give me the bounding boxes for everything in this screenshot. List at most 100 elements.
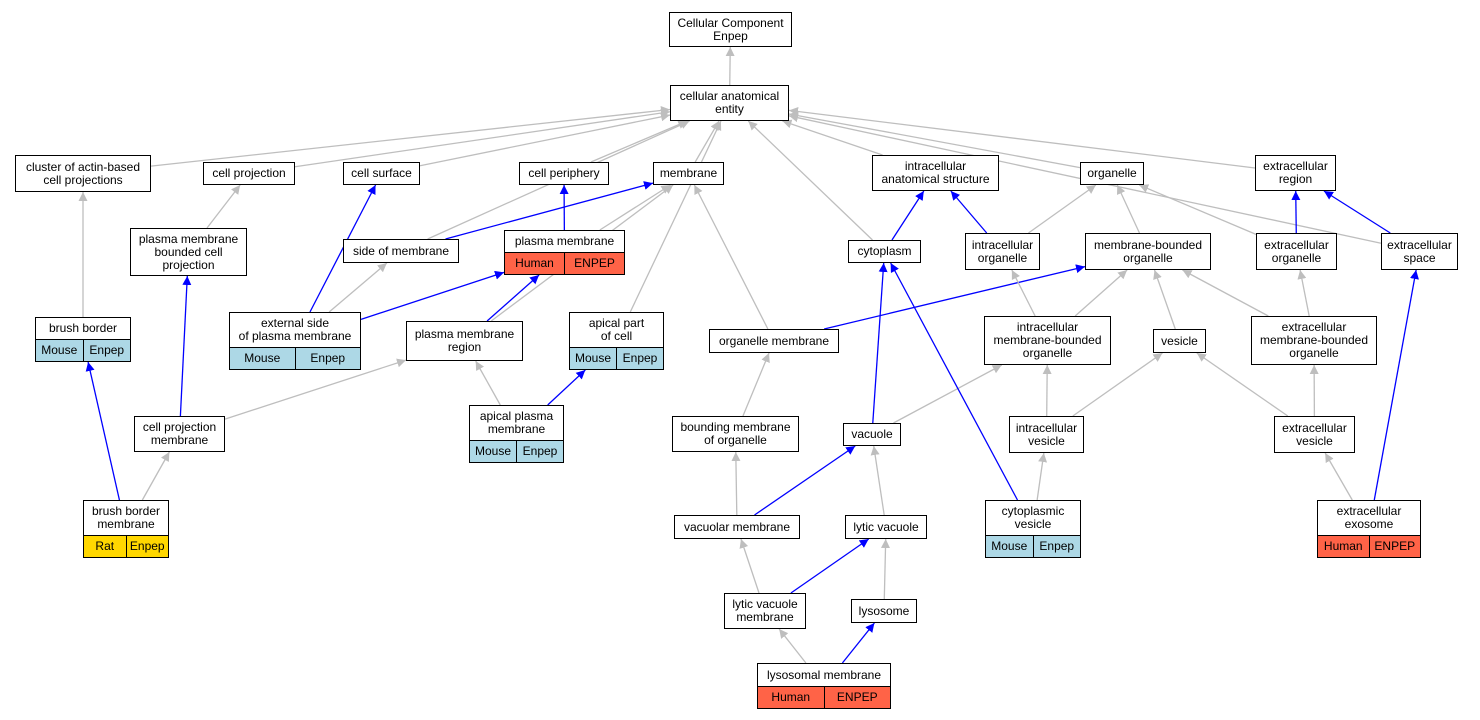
term-label: cell surface — [351, 166, 412, 180]
part-of-edge — [872, 262, 888, 424]
gene-cell: Enpep — [82, 340, 130, 361]
term-label: membrane-bounded organelle — [1093, 237, 1203, 265]
term-label: lytic vacuole — [853, 519, 919, 534]
term-label: cytoplasm — [857, 244, 912, 258]
term-node-cyto[interactable]: cytoplasm — [848, 240, 921, 263]
term-node-lyso[interactable]: lysosome — [851, 599, 917, 623]
species-cell: Mouse — [470, 441, 516, 462]
term-node-cperi[interactable]: cell periphery — [519, 162, 609, 185]
term-node-cpm[interactable]: cell projection membrane — [134, 416, 225, 452]
is-a-edge — [150, 105, 671, 167]
term-node-exspace[interactable]: extracellular space — [1381, 233, 1458, 270]
term-node-imbo[interactable]: intracellular membrane-bounded organelle — [984, 316, 1111, 365]
is-a-edge — [1036, 452, 1048, 501]
term-node-lvm[interactable]: lytic vacuole membrane — [724, 593, 806, 629]
term-node-sidem[interactable]: side of membrane — [343, 239, 459, 263]
term-label: cell periphery — [528, 166, 600, 180]
term-node-cc[interactable]: Cellular Component Enpep — [669, 12, 792, 47]
term-node-exreg[interactable]: extracellular region — [1255, 155, 1336, 191]
is-a-edge — [599, 184, 671, 231]
is-a-edge — [742, 352, 770, 417]
species-cell: Rat — [84, 536, 126, 557]
term-node-vacmem[interactable]: vacuolar membrane — [674, 515, 800, 539]
is-a-edge — [782, 119, 883, 156]
term-label: cluster of actin-based cell projections — [25, 159, 141, 187]
part-of-edge — [309, 184, 377, 313]
part-of-edge — [891, 190, 925, 241]
term-node-pmreg[interactable]: plasma membrane region — [406, 321, 523, 361]
term-label: cell projection membrane — [142, 420, 217, 447]
term-label: vacuole — [851, 427, 893, 441]
term-node-mbo[interactable]: membrane-bounded organelle — [1085, 233, 1211, 270]
is-a-edge — [475, 360, 501, 406]
term-label: extracellular membrane-bounded organelle — [1259, 320, 1369, 360]
part-of-edge — [1373, 269, 1419, 501]
part-of-edge — [1323, 190, 1391, 234]
species-cell: Mouse — [230, 348, 295, 369]
term-node-icves[interactable]: intracellular vesicle — [1009, 416, 1084, 453]
term-label: lytic vacuole membrane — [732, 597, 798, 624]
is-a-edge — [224, 358, 407, 420]
is-a-edge — [328, 262, 388, 313]
term-label: extracellular space — [1387, 237, 1452, 265]
term-node-cproj[interactable]: cell projection — [203, 162, 295, 185]
is-a-edge — [629, 120, 722, 313]
is-a-edge — [788, 111, 1081, 169]
term-node-cluster[interactable]: cluster of actin-based cell projections — [15, 155, 151, 192]
is-a-edge — [870, 445, 885, 516]
is-a-edge — [1042, 364, 1052, 417]
is-a-edge — [778, 628, 807, 664]
term-node-lytvac[interactable]: lytic vacuole — [845, 515, 927, 539]
term-node-ias[interactable]: intracellular anatomical structure — [872, 155, 999, 191]
species-cell: Mouse — [570, 348, 616, 369]
term-node-vacuole[interactable]: vacuole — [843, 423, 901, 446]
term-node-vesicle[interactable]: vesicle — [1153, 329, 1206, 353]
term-label: membrane — [659, 166, 718, 180]
gene-cell: Enpep — [125, 536, 168, 557]
gene-cell: Enpep — [294, 348, 360, 369]
term-node-pmbcp[interactable]: plasma membrane bounded cell projection — [130, 228, 247, 276]
term-node-cae[interactable]: cellular anatomical entity — [670, 85, 789, 121]
term-label: Cellular Component Enpep — [677, 15, 784, 43]
part-of-edge — [890, 262, 1019, 501]
term-node-bmo[interactable]: bounding membrane of organelle — [672, 416, 799, 452]
is-a-edge — [1138, 184, 1257, 235]
term-node-orgmem[interactable]: organelle membrane — [709, 329, 839, 353]
part-of-edge — [85, 361, 121, 501]
term-node-icorg[interactable]: intracellular organelle — [965, 233, 1040, 270]
term-label: plasma membrane bounded cell projection — [138, 231, 239, 272]
is-a-edge — [747, 120, 873, 241]
is-a-edge — [1072, 352, 1163, 417]
is-a-edge — [725, 46, 735, 86]
is-a-edge — [739, 538, 760, 594]
part-of-edge — [823, 264, 1086, 330]
is-a-edge — [141, 451, 170, 501]
term-node-organelle[interactable]: organelle — [1080, 162, 1144, 185]
is-a-edge — [1011, 269, 1036, 317]
term-node-csurf[interactable]: cell surface — [343, 162, 420, 185]
term-node-memb[interactable]: membrane — [653, 162, 724, 185]
term-node-exves[interactable]: extracellular vesicle — [1274, 416, 1355, 453]
term-label: organelle membrane — [718, 333, 830, 348]
term-node-embo[interactable]: extracellular membrane-bounded organelle — [1251, 316, 1377, 365]
part-of-edge — [486, 274, 540, 322]
term-node-exorg[interactable]: extracellular organelle — [1256, 233, 1337, 270]
term-label: brush border — [48, 321, 118, 335]
term-label: cell projection — [212, 166, 286, 180]
is-a-edge — [1153, 269, 1176, 330]
